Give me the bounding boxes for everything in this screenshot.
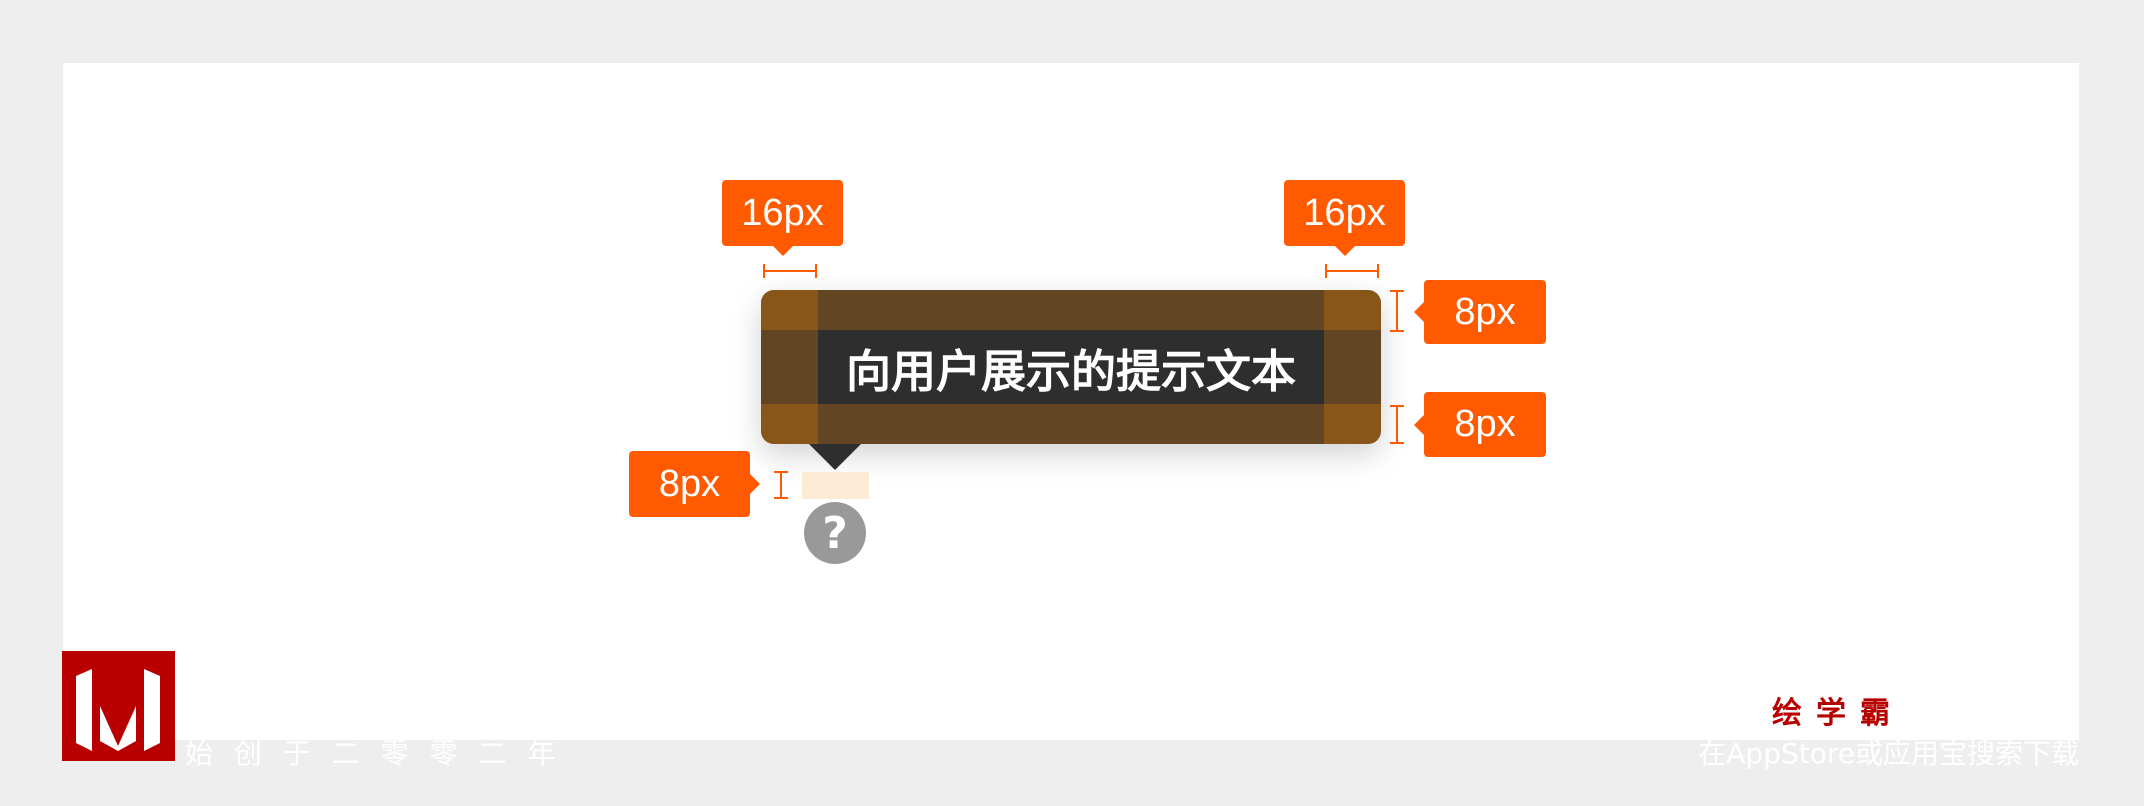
arrow-gap-measure	[774, 471, 788, 499]
footer-slogan: 始 创 于 二 零 零 二 年	[185, 737, 562, 770]
bottom-padding-measure	[1390, 405, 1404, 444]
arrow-gap-label: 8px	[629, 451, 760, 517]
top-padding-measure	[1390, 290, 1404, 332]
padding-right-highlight	[1324, 290, 1381, 444]
tooltip-arrow	[809, 444, 861, 470]
logo	[62, 651, 175, 761]
padding-left-highlight	[761, 290, 818, 444]
tooltip: 向用户展示的提示文本	[761, 290, 1381, 444]
left-padding-label: 16px	[722, 180, 843, 256]
brand-name: 绘学霸	[1772, 696, 1904, 731]
left-padding-measure	[763, 264, 817, 278]
bottom-padding-label: 8px	[1414, 392, 1546, 457]
logo-mark-icon	[76, 669, 160, 751]
tooltip-text: 向用户展示的提示文本	[845, 344, 1296, 398]
right-padding-label: 16px	[1284, 180, 1405, 256]
padding-top-highlight	[761, 290, 1381, 330]
right-padding-measure	[1325, 264, 1379, 278]
arrow-gap-highlight	[802, 472, 869, 499]
question-circle-icon[interactable]: ?	[804, 502, 866, 564]
padding-bottom-highlight	[761, 404, 1381, 444]
download-hint: 在AppStore或应用宝搜索下载	[1698, 737, 2079, 770]
top-padding-label: 8px	[1414, 280, 1546, 344]
